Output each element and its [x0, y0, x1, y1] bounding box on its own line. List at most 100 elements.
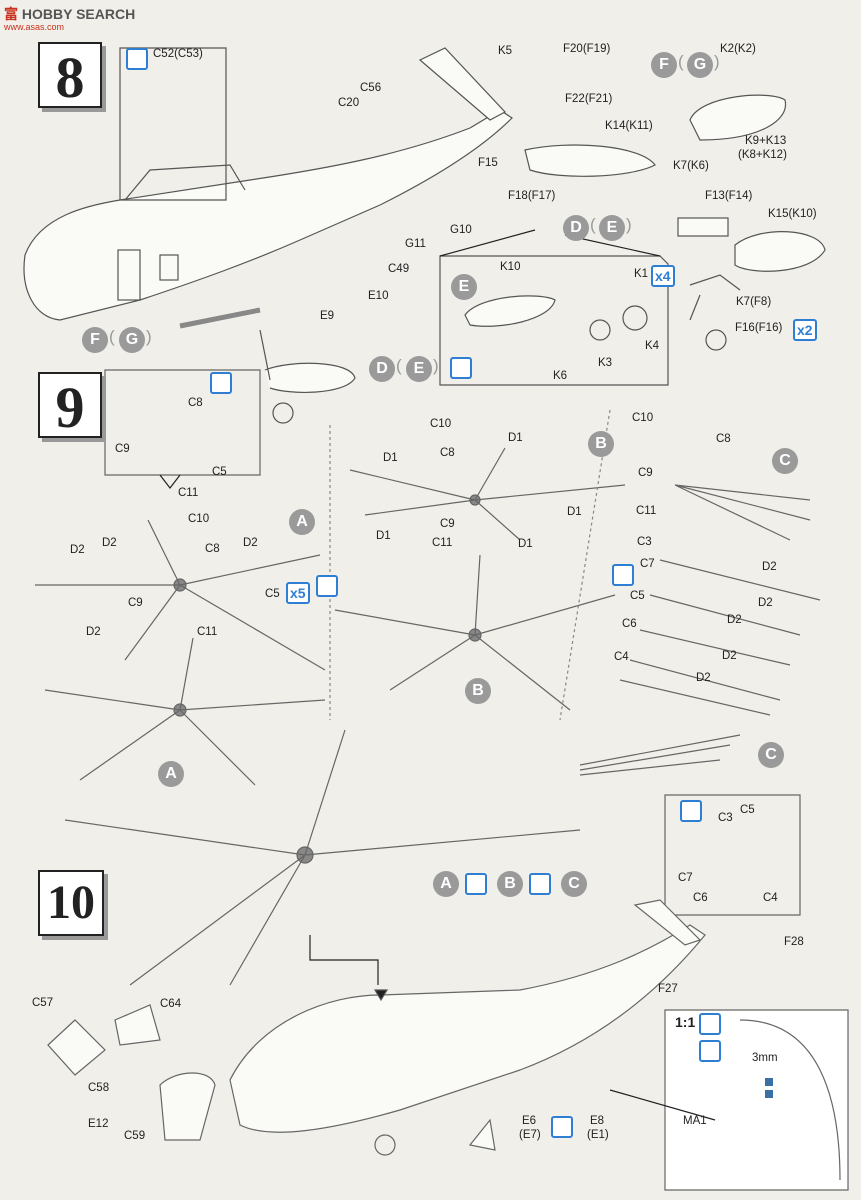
part-label: F28 — [784, 936, 804, 948]
part-label: D1 — [376, 530, 391, 542]
part-label: C5 — [630, 590, 645, 602]
part-label: K3 — [598, 357, 613, 369]
part-label: C9 — [440, 518, 455, 530]
subassembly-marker: B — [497, 871, 523, 897]
glue-icon — [450, 357, 472, 379]
part-label: C8 — [188, 397, 203, 409]
part-label: C6 — [693, 892, 708, 904]
paren-close: ) — [146, 327, 152, 346]
subassembly-marker: G — [119, 327, 145, 353]
part-label: C4 — [614, 651, 629, 663]
part-label: D2 — [70, 544, 85, 556]
part-label: C5 — [265, 588, 280, 600]
part-label: C8 — [205, 543, 220, 555]
part-label: C6 — [622, 618, 637, 630]
part-label: C7 — [678, 872, 693, 884]
part-label: C11 — [432, 537, 453, 549]
part-label: K2(K2) — [720, 43, 756, 55]
step-number-8: 8 — [38, 42, 102, 110]
part-label: C10 — [430, 418, 452, 430]
glue-icon — [699, 1013, 721, 1035]
dimension-label: 3mm — [752, 1052, 778, 1064]
step-number-9: 9 — [38, 372, 102, 440]
part-label: C9 — [128, 597, 143, 609]
part-label: F27 — [658, 983, 678, 995]
part-label: K7(F8) — [736, 296, 772, 308]
align-icon — [612, 564, 634, 586]
align-icon — [465, 873, 487, 895]
part-label: F16(F16) — [735, 322, 783, 334]
subassembly-marker: F — [651, 52, 677, 78]
glue-icon — [680, 800, 702, 822]
paren-close: ) — [714, 52, 720, 71]
watermark-url: www.asas.com — [4, 22, 65, 32]
part-label: (K8+K12) — [738, 149, 787, 161]
align-icon — [316, 575, 338, 597]
subassembly-marker: D — [563, 215, 589, 241]
part-label: F15 — [478, 157, 498, 169]
glue-icon — [210, 372, 232, 394]
paren-close: ) — [626, 215, 632, 234]
paren-open: ( — [396, 356, 402, 375]
part-label: C56 — [360, 82, 382, 94]
subassembly-marker: E — [451, 274, 477, 300]
part-label: F18(F17) — [508, 190, 556, 202]
subassembly-marker: A — [158, 761, 184, 787]
part-label: G11 — [405, 238, 426, 250]
part-label: C11 — [178, 487, 199, 499]
part-label: C52(C53) — [153, 48, 203, 60]
part-label: E9 — [320, 310, 335, 322]
part-label: D2 — [102, 537, 117, 549]
part-label: D2 — [727, 614, 742, 626]
part-label: C20 — [338, 97, 360, 109]
subassembly-marker: C — [772, 448, 798, 474]
scale-label: 1:1 — [675, 1014, 696, 1030]
part-label: K15(K10) — [768, 208, 817, 220]
part-label: C58 — [88, 1082, 110, 1094]
subassembly-marker: B — [588, 431, 614, 457]
part-label: D2 — [243, 537, 258, 549]
align-icon — [551, 1116, 573, 1138]
part-label: C11 — [197, 626, 218, 638]
paren-close: ) — [433, 356, 439, 375]
part-label: D2 — [722, 650, 737, 662]
part-label: (E7) — [519, 1129, 541, 1141]
subassembly-marker: E — [406, 356, 432, 382]
part-label: D2 — [86, 626, 101, 638]
part-label: D2 — [762, 561, 777, 573]
part-label: F13(F14) — [705, 190, 753, 202]
part-label: C5 — [740, 804, 755, 816]
subassembly-marker: C — [561, 871, 587, 897]
part-label: E6 — [522, 1115, 537, 1127]
multiplier-badge: x2 — [793, 319, 817, 341]
part-label: D1 — [518, 538, 533, 550]
part-label: K1 — [634, 268, 649, 280]
part-label: K14(K11) — [605, 120, 653, 132]
part-label: E12 — [88, 1118, 109, 1130]
part-label: F22(F21) — [565, 93, 613, 105]
part-label: C11 — [636, 505, 657, 517]
paren-open: ( — [590, 215, 596, 234]
part-label: K10 — [500, 261, 521, 273]
part-label: C9 — [638, 467, 653, 479]
part-label: K5 — [498, 45, 513, 57]
part-label: C7 — [640, 558, 655, 570]
part-label: D1 — [567, 506, 582, 518]
part-label: D1 — [383, 452, 398, 464]
part-label: C10 — [188, 513, 210, 525]
glue-icon — [126, 48, 148, 70]
part-label: F20(F19) — [563, 43, 611, 55]
part-label: C8 — [716, 433, 731, 445]
subassembly-marker: D — [369, 356, 395, 382]
part-label: K6 — [553, 370, 568, 382]
multiplier-badge: x5 — [286, 582, 310, 604]
part-label: G10 — [450, 224, 472, 236]
subassembly-marker: A — [433, 871, 459, 897]
part-label: D1 — [508, 432, 523, 444]
multiplier-badge: x4 — [651, 265, 675, 287]
subassembly-marker: B — [465, 678, 491, 704]
part-label: C3 — [718, 812, 733, 824]
part-label: C8 — [440, 447, 455, 459]
